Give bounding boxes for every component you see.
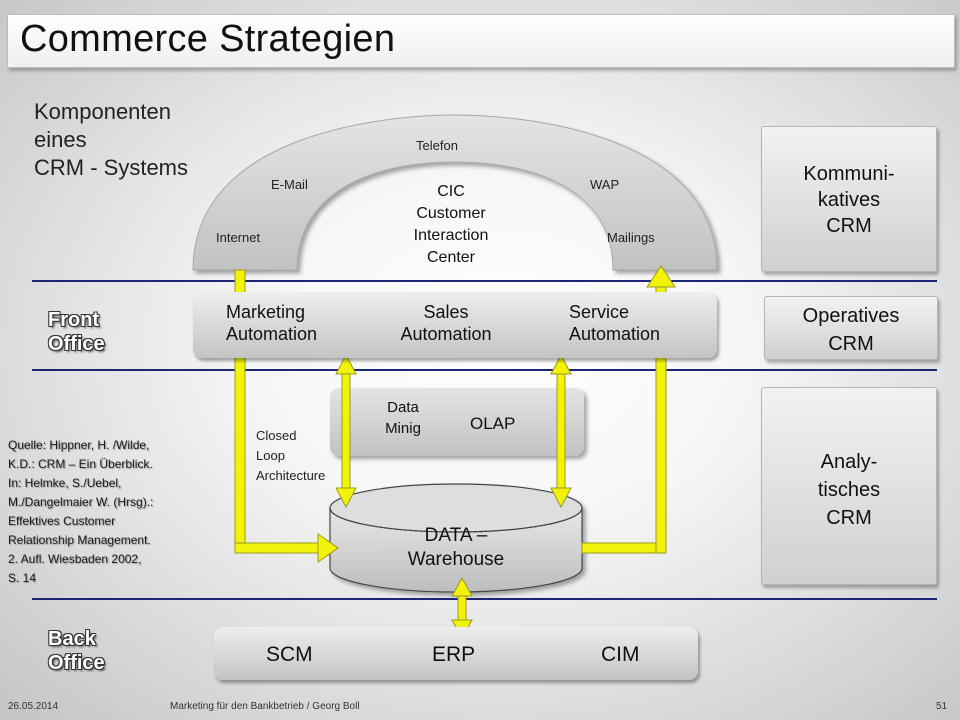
components-heading: Komponenten eines CRM - Systems: [34, 98, 188, 182]
footer-date: 26.05.2014: [8, 701, 59, 712]
analytics-box: [330, 388, 584, 456]
back-office-label: Back Office: [48, 628, 105, 674]
components-heading-line1: Komponenten: [34, 99, 171, 124]
erp-label: ERP: [432, 643, 476, 666]
data-warehouse-cylinder: [329, 483, 583, 593]
divider-back-office: [32, 598, 937, 600]
closed-loop-label: Closed Loop Architecture: [256, 428, 326, 483]
marketing-automation-label: Marketing Automation: [226, 302, 318, 344]
channel-internet: Internet: [216, 230, 261, 245]
channel-telefon: Telefon: [416, 138, 458, 153]
cic-label: CIC Customer Interaction Center: [413, 183, 489, 266]
closed-loop-arrows: [234, 265, 676, 640]
divider-front-top: [32, 280, 937, 282]
components-heading-line3: CRM - Systems: [34, 155, 188, 180]
data-warehouse-label: DATA – Warehouse: [407, 525, 505, 570]
cim-label: CIM: [601, 643, 640, 666]
backend-bar: [214, 627, 698, 680]
automation-bar: [193, 292, 717, 358]
front-office-label: Front Office: [48, 309, 105, 355]
title-bar: [7, 14, 955, 68]
source-citation: Quelle: Hippner, H. /Wilde, K.D.: CRM – …: [8, 438, 154, 585]
footer-course: Marketing für den Bankbetrieb / Georg Bo…: [170, 701, 360, 712]
page-title: Commerce Strategien: [20, 18, 396, 60]
operatives-crm-box: Operatives CRM: [764, 296, 938, 360]
sales-automation-label: Sales Automation: [400, 302, 492, 344]
channel-mailings: Mailings: [607, 230, 655, 245]
service-automation-label: Service Automation: [569, 302, 661, 344]
kommunikatives-crm-box: Kommuni- katives CRM: [761, 126, 937, 272]
components-heading-line2: eines: [34, 127, 87, 152]
footer-page-number: 51: [936, 701, 948, 712]
data-mining-label: Data Minig: [385, 399, 421, 437]
divider-front-bottom: [32, 369, 937, 371]
channel-wap: WAP: [590, 177, 620, 192]
scm-label: SCM: [266, 643, 313, 666]
cic-arch: [192, 114, 718, 271]
analytisches-crm-box: Analy- tisches CRM: [761, 387, 937, 585]
channel-email: E-Mail: [271, 177, 308, 192]
olap-label: OLAP: [470, 414, 516, 433]
